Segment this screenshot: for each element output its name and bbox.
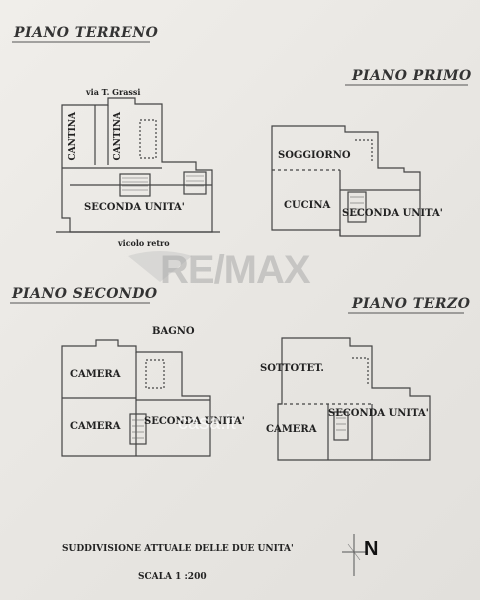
label-sottotetto: SOTTOTET. xyxy=(260,363,324,374)
north-arrow-icon: N xyxy=(338,530,388,580)
remax-watermark: RE/MAX xyxy=(160,248,311,292)
plan-secondo xyxy=(61,339,211,457)
caption-scala: SCALA 1 :200 xyxy=(138,572,207,582)
plan-terzo xyxy=(277,337,431,461)
label-cucina: CUCINA xyxy=(284,200,331,211)
label-terzo-seconda-unita: SECONDA UNITA' xyxy=(328,408,429,419)
remax-balloon-watermark xyxy=(128,251,192,282)
plan-primo xyxy=(271,125,421,237)
label-terzo-camera: CAMERA xyxy=(266,424,317,435)
label-camera-1: CAMERA xyxy=(70,369,121,380)
label-secondo-seconda-unita: SECONDA UNITA' xyxy=(144,416,245,427)
label-bagno: BAGNO xyxy=(152,326,195,337)
label-vicolo-retro: vicolo retro xyxy=(118,238,170,248)
header-piano-terzo: PIANO TERZO xyxy=(352,296,471,312)
label-terreno-seconda-unita: SECONDA UNITA' xyxy=(84,202,185,213)
north-label: N xyxy=(364,538,379,560)
plan-terreno-hatch xyxy=(122,175,204,191)
plan-terreno xyxy=(56,97,220,233)
header-piano-secondo: PIANO SECONDO xyxy=(12,286,158,302)
casa-watermark: casa.it xyxy=(178,412,236,434)
caption-suddivisione: SUDDIVISIONE ATTUALE DELLE DUE UNITA' xyxy=(62,544,294,554)
header-piano-primo: PIANO PRIMO xyxy=(352,68,472,84)
label-cantina-2: CANTINA xyxy=(113,112,123,161)
label-camera-2: CAMERA xyxy=(70,421,121,432)
label-cantina-1: CANTINA xyxy=(68,112,78,161)
header-piano-terreno: PIANO TERRENO xyxy=(14,25,159,41)
label-street: via T. Grassi xyxy=(86,87,141,97)
label-soggiorno: SOGGIORNO xyxy=(278,150,351,161)
label-primo-seconda-unita: SECONDA UNITA' xyxy=(342,208,443,219)
